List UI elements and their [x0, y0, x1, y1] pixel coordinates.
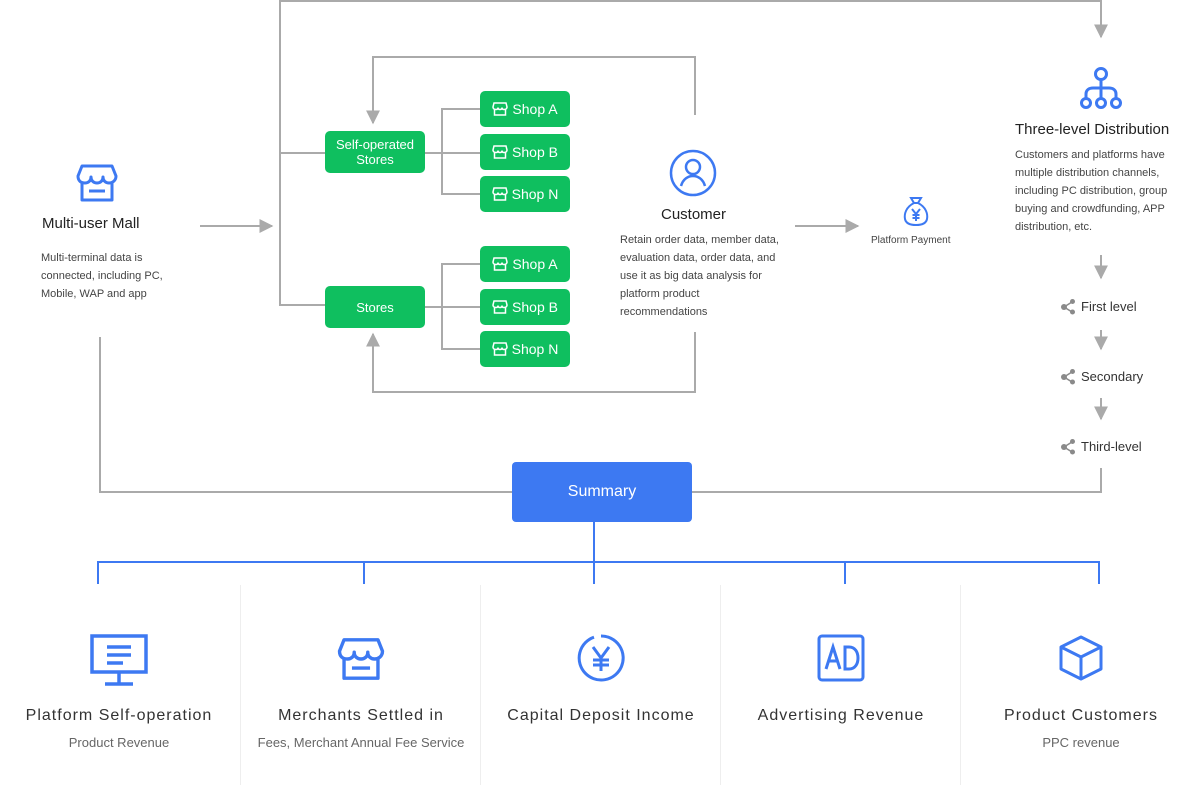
platform-payment-label: Platform Payment — [871, 235, 951, 246]
shop-box[interactable]: Shop N — [480, 176, 570, 212]
revenue-advertising: Advertising Revenue — [722, 585, 960, 785]
share-icon — [1061, 299, 1075, 315]
level-label: Third-level — [1081, 439, 1142, 454]
revenue-platform-self-operation: Platform Self-operation Product Revenue — [0, 585, 238, 785]
user-circle-icon — [668, 148, 718, 203]
store-icon — [74, 160, 120, 211]
yen-circle-icon — [577, 634, 625, 682]
shop-box[interactable]: Shop N — [480, 331, 570, 367]
distribution-level-secondary: Secondary — [1060, 368, 1143, 385]
mall-title: Multi-user Mall — [42, 215, 140, 232]
revenue-subtitle: Fees, Merchant Annual Fee Service — [257, 735, 465, 750]
distribution-level-first: First level — [1060, 298, 1137, 315]
summary-box[interactable]: Summary — [512, 462, 692, 522]
ad-icon — [817, 634, 865, 682]
revenue-title: Product Customers — [1004, 707, 1158, 724]
revenue-title: Advertising Revenue — [757, 707, 925, 724]
column-divider — [480, 585, 481, 785]
shop-icon — [492, 145, 508, 159]
money-bag-icon — [899, 194, 933, 233]
shop-box[interactable]: Shop B — [480, 134, 570, 170]
shop-icon — [491, 187, 508, 201]
column-divider — [240, 585, 241, 785]
level-label: Secondary — [1081, 369, 1144, 384]
revenue-merchants-settled: Merchants Settled in Fees, Merchant Annu… — [242, 585, 480, 785]
share-icon — [1061, 369, 1075, 385]
level-label: First level — [1081, 299, 1137, 314]
mall-description: Multi-terminal data is connected, includ… — [41, 252, 163, 300]
shop-label: Shop B — [512, 144, 558, 160]
self-operated-label-line1: Self-operated — [335, 137, 415, 152]
shop-box[interactable]: Shop A — [480, 91, 570, 127]
column-divider — [720, 585, 721, 785]
stores-label: Stores — [356, 299, 394, 315]
revenue-title: Merchants Settled in — [278, 707, 444, 724]
shop-icon — [492, 300, 508, 314]
self-operated-stores-box[interactable]: Self-operated Stores — [325, 131, 425, 173]
shop-label: Shop N — [511, 186, 559, 202]
self-operated-label-line2: Stores — [356, 152, 394, 167]
shop-box[interactable]: Shop A — [480, 246, 570, 282]
hierarchy-icon — [1078, 66, 1124, 115]
distribution-title: Three-level Distribution — [1015, 121, 1170, 138]
revenue-title: Capital Deposit Income — [507, 707, 695, 724]
shop-label: Shop N — [511, 341, 559, 357]
shop-icon — [492, 102, 509, 116]
summary-label: Summary — [567, 483, 637, 500]
cube-icon — [1059, 635, 1103, 681]
shop-icon — [492, 257, 509, 271]
share-icon — [1061, 439, 1075, 455]
shop-icon — [491, 342, 508, 356]
stores-box[interactable]: Stores — [325, 286, 425, 328]
shop-label: Shop A — [512, 101, 558, 117]
revenue-capital-deposit: Capital Deposit Income — [482, 585, 720, 785]
monitor-icon — [90, 634, 148, 686]
revenue-subtitle: PPC revenue — [1042, 735, 1120, 750]
revenue-subtitle: Product Revenue — [68, 735, 170, 750]
revenue-product-customers: Product Customers PPC revenue — [962, 585, 1200, 785]
revenue-title: Platform Self-operation — [25, 707, 213, 724]
distribution-description: Customers and platforms have multiple di… — [1015, 149, 1168, 233]
customer-title: Customer — [661, 206, 727, 223]
shop-label: Shop A — [512, 256, 558, 272]
shop-label: Shop B — [512, 299, 558, 315]
distribution-level-third: Third-level — [1060, 438, 1142, 455]
shop-box[interactable]: Shop B — [480, 289, 570, 325]
customer-description: Retain order data, member data, evaluati… — [620, 234, 779, 318]
store-icon — [337, 638, 385, 680]
column-divider — [960, 585, 961, 785]
